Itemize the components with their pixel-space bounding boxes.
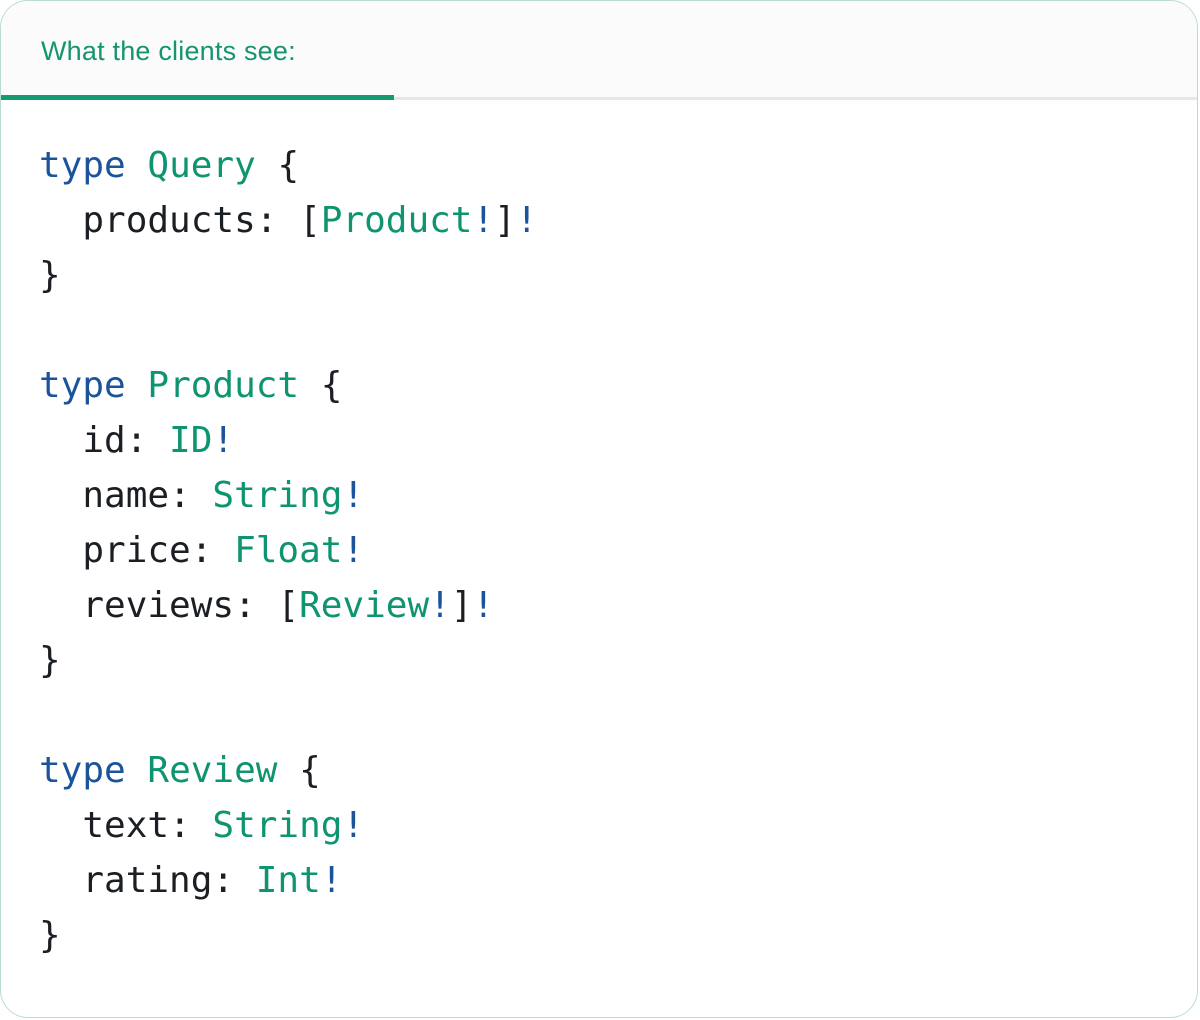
code-token-pl: {	[255, 145, 300, 186]
code-token-bg: !	[342, 530, 365, 571]
code-token-ty: Product	[320, 200, 473, 241]
code-token-ty: Product	[147, 365, 300, 406]
code-token-pl: }	[39, 640, 61, 681]
code-line: price: Float!	[39, 523, 1157, 578]
code-token-pl	[126, 750, 148, 791]
code-token-pl: name:	[39, 475, 213, 516]
code-token-bg: !	[212, 420, 235, 461]
active-tab-indicator	[1, 95, 394, 100]
code-token-bg: !	[320, 860, 343, 901]
code-token-pl	[126, 145, 148, 186]
code-token-bg: !	[472, 200, 495, 241]
code-line: products: [Product!]!	[39, 193, 1157, 248]
code-token-pl: }	[39, 255, 61, 296]
code-token-pl: reviews: [	[39, 585, 300, 626]
tab-what-clients-see[interactable]: What the clients see:	[41, 36, 296, 66]
code-token-ty: String	[212, 475, 343, 516]
code-token-pl: products: [	[39, 200, 321, 241]
code-token-pl: }	[39, 915, 61, 956]
code-token-bg: !	[515, 200, 538, 241]
code-token-kw: type	[39, 365, 126, 406]
code-token-pl: id:	[39, 420, 170, 461]
code-line: rating: Int!	[39, 853, 1157, 908]
code-token-ty: Review	[299, 585, 430, 626]
code-line: text: String!	[39, 798, 1157, 853]
code-line	[39, 688, 1157, 743]
code-token-kw: type	[39, 750, 126, 791]
code-token-pl: text:	[39, 805, 213, 846]
code-token-bg: !	[342, 805, 365, 846]
code-token-pl: {	[277, 750, 321, 791]
graphql-code-block: type Query { products: [Product!]!} type…	[1, 100, 1197, 963]
code-token-bg: !	[429, 585, 451, 626]
code-token-ty: ID	[169, 420, 213, 461]
code-line: }	[39, 633, 1157, 688]
code-token-ty: Review	[147, 750, 278, 791]
code-line: reviews: [Review!]!	[39, 578, 1157, 633]
code-token-pl: {	[299, 365, 343, 406]
code-token-ty: Int	[255, 860, 321, 901]
code-token-pl: rating:	[39, 860, 256, 901]
code-token-kw: type	[39, 145, 126, 186]
code-token-bg: !	[342, 475, 365, 516]
code-line: type Review {	[39, 743, 1157, 798]
code-token-ty: Float	[234, 530, 343, 571]
code-token-bg: !	[472, 585, 495, 626]
code-line: }	[39, 908, 1157, 963]
code-line: id: ID!	[39, 413, 1157, 468]
code-line: name: String!	[39, 468, 1157, 523]
code-line: }	[39, 248, 1157, 303]
code-token-pl: ]	[450, 585, 473, 626]
code-line: type Product {	[39, 358, 1157, 413]
code-token-pl: ]	[494, 200, 516, 241]
tab-bar: What the clients see:	[1, 1, 1197, 100]
code-token-ty: Query	[147, 145, 256, 186]
code-token-pl: price:	[39, 530, 235, 571]
code-token-ty: String	[212, 805, 343, 846]
code-line: type Query {	[39, 138, 1157, 193]
code-line	[39, 303, 1157, 358]
code-token-pl	[126, 365, 148, 406]
